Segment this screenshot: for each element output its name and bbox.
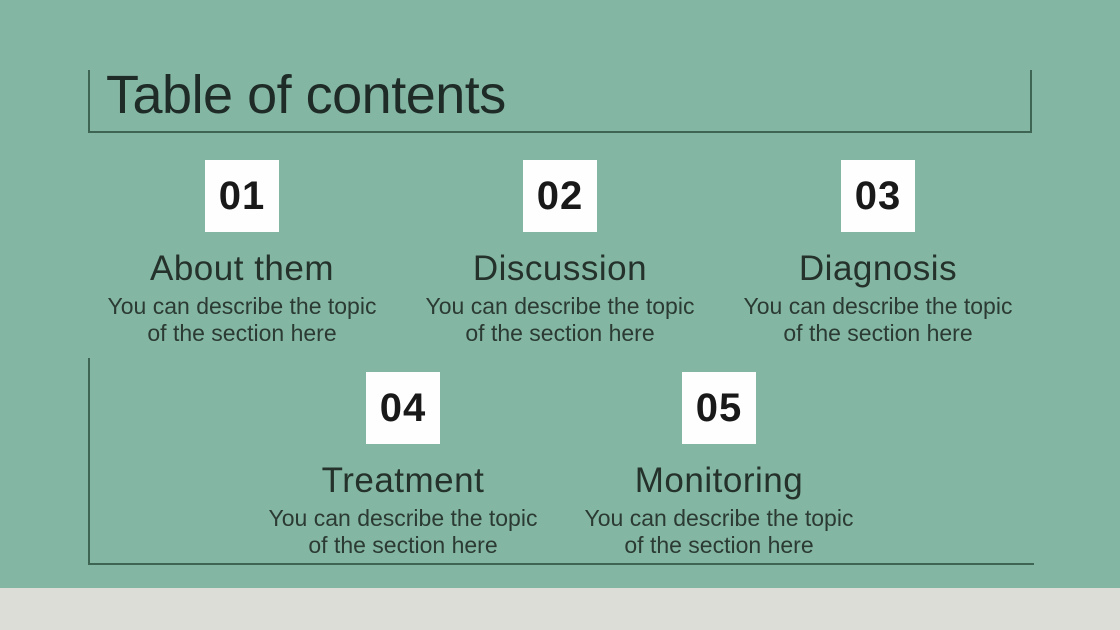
section-description-line-1: You can describe the topic <box>107 293 377 319</box>
section-title: Diagnosis <box>798 249 958 288</box>
section-number-box: 05 <box>682 372 756 444</box>
toc-section-02-discussion[interactable]: 02 Discussion You can describe the topic… <box>400 160 720 347</box>
content-border-bottom-line <box>88 563 1034 565</box>
section-title: About them <box>150 249 334 288</box>
section-description-line-1: You can describe the topic <box>743 293 1013 319</box>
section-description-line-2: of the section here <box>465 320 655 346</box>
toc-section-01-about-them[interactable]: 01 About them You can describe the topic… <box>82 160 402 347</box>
section-description-line-1: You can describe the topic <box>425 293 695 319</box>
toc-section-04-treatment[interactable]: 04 Treatment You can describe the topic … <box>243 372 563 559</box>
toc-section-03-diagnosis[interactable]: 03 Diagnosis You can describe the topic … <box>718 160 1038 347</box>
section-description-line-2: of the section here <box>624 532 814 558</box>
section-title: Monitoring <box>634 461 804 500</box>
section-description: You can describe the topic of the sectio… <box>269 505 538 559</box>
footer-strip <box>0 588 1120 630</box>
section-description-line-2: of the section here <box>308 532 498 558</box>
section-title: Treatment <box>321 461 485 500</box>
section-description-line-1: You can describe the topic <box>268 505 538 531</box>
toc-section-05-monitoring[interactable]: 05 Monitoring You can describe the topic… <box>559 372 879 559</box>
section-description: You can describe the topic of the sectio… <box>744 293 1013 347</box>
section-number-box: 03 <box>841 160 915 232</box>
section-description: You can describe the topic of the sectio… <box>108 293 377 347</box>
section-number-box: 04 <box>366 372 440 444</box>
section-number-box: 02 <box>523 160 597 232</box>
title-border-right-line <box>1030 70 1032 131</box>
title-border-left-line <box>88 70 90 131</box>
section-description-line-1: You can describe the topic <box>584 505 854 531</box>
section-description-line-2: of the section here <box>147 320 337 346</box>
section-title: Discussion <box>472 249 648 288</box>
content-border-left-line <box>88 358 90 565</box>
section-description: You can describe the topic of the sectio… <box>585 505 854 559</box>
title-border-bottom-line <box>88 131 1032 133</box>
section-description-line-2: of the section here <box>783 320 973 346</box>
section-description: You can describe the topic of the sectio… <box>426 293 695 347</box>
section-number-box: 01 <box>205 160 279 232</box>
page-title: Table of contents <box>106 65 506 125</box>
